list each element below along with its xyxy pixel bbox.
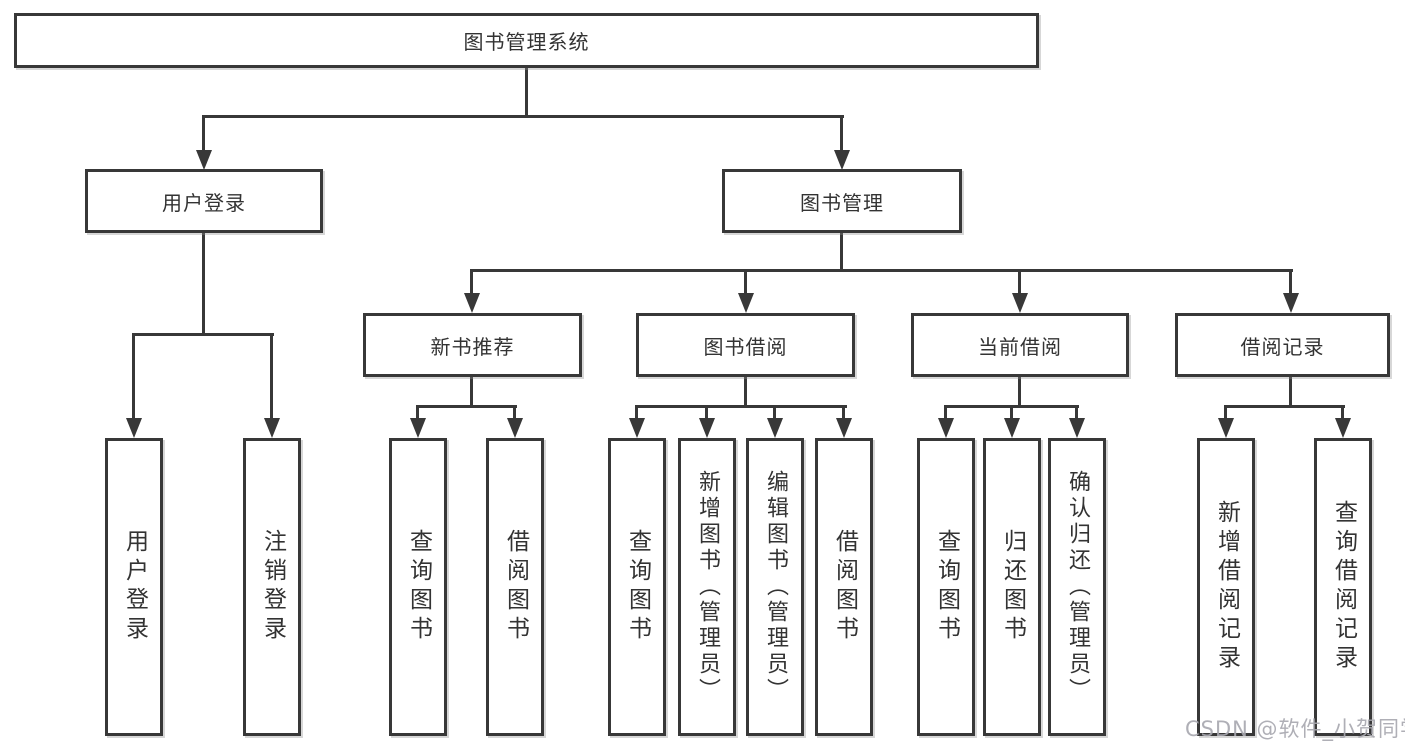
node-label: 注销登录	[259, 529, 286, 645]
node-label: 借阅图书	[831, 529, 858, 645]
leaf-user-login: 用户登录	[105, 438, 163, 736]
connector-vline	[202, 233, 205, 335]
leaf-edit-books-admin: 编辑图书（管理员）	[746, 438, 804, 736]
arrow-down-icon	[938, 418, 954, 438]
leaf-query-borrow-record: 查询借阅记录	[1314, 438, 1372, 736]
connector-vline	[1341, 407, 1344, 420]
node-label: 新书推荐	[430, 334, 515, 359]
node-label: 查询图书	[933, 529, 960, 645]
node-label: 新增借阅记录	[1213, 500, 1240, 674]
leaf-query-books-current: 查询图书	[917, 438, 975, 736]
leaf-add-borrow-record: 新增借阅记录	[1197, 438, 1255, 736]
arrow-down-icon	[410, 418, 426, 438]
connector-vline	[416, 407, 419, 420]
connector-vline	[635, 407, 638, 420]
arrow-down-icon	[1004, 418, 1020, 438]
node-label: 借阅图书	[502, 529, 529, 645]
node-root: 图书管理系统	[14, 13, 1039, 68]
connector-vline	[513, 407, 516, 420]
connector-vline	[705, 407, 708, 420]
arrow-down-icon	[738, 293, 754, 313]
csdn-watermark: CSDN @软件_小贺同学	[1185, 717, 1405, 741]
leaf-borrow-books-recommend: 借阅图书	[486, 438, 544, 736]
arrow-down-icon	[836, 418, 852, 438]
arrow-down-icon	[767, 418, 783, 438]
connector-vline	[944, 407, 947, 420]
node-label: 用户登录	[162, 190, 246, 215]
leaf-confirm-return-admin: 确认归还（管理员）	[1048, 438, 1106, 736]
node-label: 当前借阅	[978, 334, 1062, 359]
arrow-down-icon	[629, 418, 645, 438]
arrow-down-icon	[1335, 418, 1351, 438]
connector-hline	[1224, 405, 1345, 408]
connector-hline	[635, 405, 847, 408]
connector-vline	[1010, 407, 1013, 420]
connector-vline	[132, 335, 135, 420]
node-label: 新增图书（管理员）	[695, 470, 720, 704]
node-current-borrowing: 当前借阅	[911, 313, 1129, 377]
connector-vline	[1018, 377, 1021, 407]
node-label: 确认归还（管理员）	[1065, 470, 1090, 704]
node-label: 图书管理	[800, 190, 884, 215]
leaf-query-books-borrowing: 查询图书	[608, 438, 666, 736]
node-label: 查询图书	[405, 529, 432, 645]
node-label: 图书借阅	[703, 334, 788, 359]
connector-hline	[470, 269, 1293, 272]
arrow-down-icon	[1283, 293, 1299, 313]
node-label: 借阅记录	[1240, 334, 1325, 359]
connector-hline	[944, 405, 1079, 408]
connector-vline	[744, 377, 747, 407]
arrow-down-icon	[507, 418, 523, 438]
node-label: 编辑图书（管理员）	[763, 470, 788, 704]
node-label: 查询图书	[624, 529, 651, 645]
arrow-down-icon	[699, 418, 715, 438]
connector-vline	[1075, 407, 1078, 420]
connector-vline	[744, 271, 747, 295]
node-book-borrowing: 图书借阅	[636, 313, 855, 377]
connector-vline	[842, 407, 845, 420]
connector-vline	[470, 271, 473, 295]
node-label: 用户登录	[121, 529, 148, 645]
connector-vline	[1018, 271, 1021, 295]
connector-vline	[270, 335, 273, 420]
arrow-down-icon	[464, 293, 480, 313]
connector-hline	[416, 405, 517, 408]
node-borrowing-records: 借阅记录	[1175, 313, 1390, 377]
node-book-management: 图书管理	[722, 169, 962, 233]
arrow-down-icon	[126, 418, 142, 438]
connector-vline	[470, 377, 473, 407]
arrow-down-icon	[196, 150, 212, 170]
node-user-login: 用户登录	[85, 169, 323, 233]
connector-vline	[1224, 407, 1227, 420]
connector-vline	[1289, 377, 1292, 407]
leaf-add-books-admin: 新增图书（管理员）	[678, 438, 736, 736]
connector-vline	[840, 233, 843, 271]
connector-hline	[132, 333, 274, 336]
node-new-book-recommendation: 新书推荐	[363, 313, 582, 377]
arrow-down-icon	[1218, 418, 1234, 438]
connector-hline	[202, 115, 844, 118]
leaf-return-books: 归还图书	[983, 438, 1041, 736]
connector-vline	[525, 68, 528, 117]
node-label: 图书管理系统	[463, 30, 590, 54]
connector-vline	[773, 407, 776, 420]
arrow-down-icon	[264, 418, 280, 438]
arrow-down-icon	[834, 150, 850, 170]
node-label: 归还图书	[999, 529, 1026, 645]
arrow-down-icon	[1069, 418, 1085, 438]
node-label: 查询借阅记录	[1330, 500, 1357, 674]
leaf-borrow-books-borrowing: 借阅图书	[815, 438, 873, 736]
leaf-query-books-recommend: 查询图书	[389, 438, 447, 736]
arrow-down-icon	[1012, 293, 1028, 313]
connector-vline	[840, 117, 843, 153]
leaf-logout: 注销登录	[243, 438, 301, 736]
connector-vline	[1289, 271, 1292, 295]
connector-vline	[202, 117, 205, 153]
